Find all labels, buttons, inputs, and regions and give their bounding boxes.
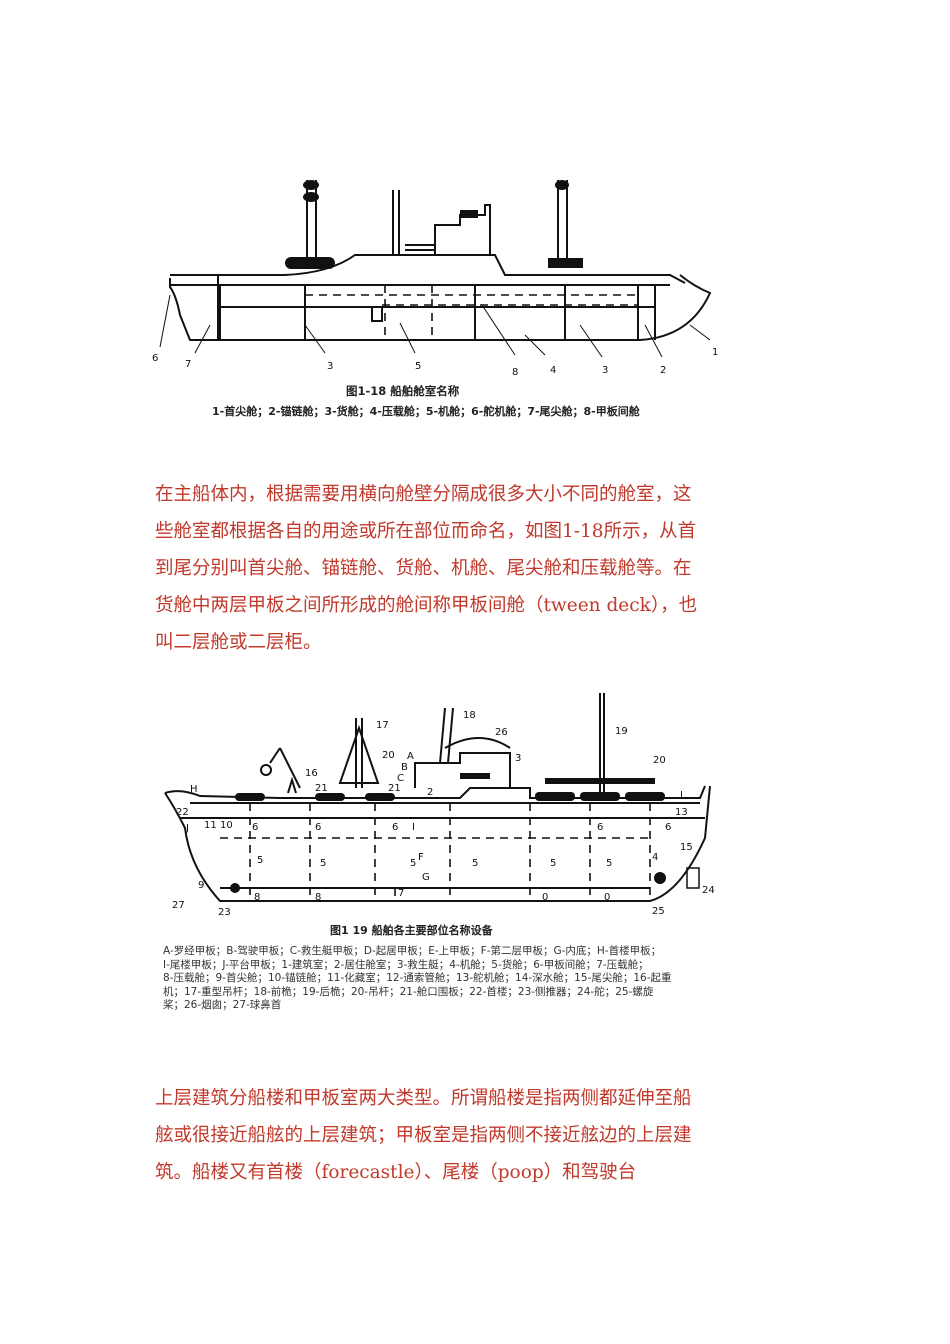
ship-parts-diagram: 17 18 26 19 20 20 16 3 A B C 21 21 2 H I… (164, 693, 715, 937)
fig2-label: C (397, 773, 404, 784)
fig2-label: 5 (550, 858, 556, 869)
fig2-label: 25 (652, 906, 665, 917)
fig1-label: 1 (712, 347, 718, 358)
fig2-label: 11 (204, 820, 217, 831)
fig2-label: 27 (172, 900, 185, 911)
fig2-label: B (401, 762, 408, 773)
fig2-label: A (407, 751, 414, 762)
figure-ship-parts: 17 18 26 19 20 20 16 3 A B C 21 21 2 H I… (160, 688, 720, 948)
fig2-label: 5 (410, 858, 416, 869)
fig2-label: 7 (398, 888, 404, 899)
paragraph-line: 到尾分别叫首尖舱、锚链舱、货舱、机舱、尾尖舱和压载舱等。在 (155, 558, 692, 579)
paragraph-line: 舷或很接近船舷的上层建筑；甲板室是指两侧不接近舷边的上层建 (155, 1125, 692, 1146)
paragraph-line: 叫二层舱或二层柜。 (155, 632, 322, 653)
fig2-label: 26 (495, 727, 508, 738)
fig2-label: 8 (315, 892, 321, 903)
fig1-label: 2 (660, 365, 666, 376)
fig2-label: 5 (320, 858, 326, 869)
figure1-caption-title: 图1-18 船舶舱室名称 (346, 384, 460, 398)
fig2-label: 9 (198, 880, 204, 891)
ship-cabin-diagram: 6 7 3 5 8 4 3 2 1 图1-18 船舶舱室名称 1-首尖舱；2-锚… (152, 180, 718, 418)
fig2-label: 3 (515, 753, 521, 764)
fig2-label: 5 (606, 858, 612, 869)
fig2-label: 13 (675, 807, 688, 818)
fig2-label: I (680, 790, 683, 801)
legend-line: A-罗经甲板；B-驾驶甲板；C-救生艇甲板；D-起居甲板；E-上甲板；F-第二层… (163, 945, 662, 957)
paragraph-line: 上层建筑分船楼和甲板室两大类型。所谓船楼是指两侧都延伸至船 (155, 1088, 692, 1109)
fig2-label: 16 (305, 768, 318, 779)
fig2-label: 6 (392, 822, 398, 833)
fig2-label: 19 (615, 726, 628, 737)
fig2-label: H (190, 784, 198, 795)
paragraph-line: 货舱中两层甲板之间所形成的舱间称甲板间舱（tween deck），也 (155, 595, 698, 616)
fig2-label: 4 (652, 852, 658, 863)
fig2-label: 5 (257, 855, 263, 866)
legend-line: I-尾楼甲板；J-平台甲板；1-建筑室；2-居住舱室；3-救生艇；4-机舱；5-… (163, 958, 649, 971)
fig2-label: 20 (653, 755, 666, 766)
fig2-label: 10 (220, 820, 233, 831)
fig2-label: 6 (252, 822, 258, 833)
figure-cabin-names: 6 7 3 5 8 4 3 2 1 图1-18 船舶舱室名称 1-首尖舱；2-锚… (150, 175, 740, 435)
fig2-label: 15 (680, 842, 693, 853)
fig1-label: 5 (415, 361, 421, 372)
legend-line: 8-压载舱；9-首尖舱；10-锚链舱；11-化藏室；12-通索管舱；13-舵机舱… (163, 972, 672, 984)
figure1-caption-legend: 1-首尖舱；2-锚链舱；3-货舱；4-压载舱；5-机舱；6-舵机舱；7-尾尖舱；… (212, 404, 641, 418)
fig2-label: J (185, 823, 189, 834)
figure2-caption-title: 图1 19 船舶各主要部位名称设备 (330, 923, 494, 937)
body-paragraph-cabins: 在主船体内，根据需要用横向舱壁分隔成很多大小不同的舱室，这 些舱室都根据各自的用… (155, 476, 785, 661)
fig2-label: 23 (218, 907, 231, 918)
paragraph-line: 在主船体内，根据需要用横向舱壁分隔成很多大小不同的舱室，这 (155, 484, 692, 505)
fig2-label: 6 (597, 822, 603, 833)
legend-line: 机；17-重型吊杆；18-前桅；19-后桅；20-吊杆；21-舱口围板；22-首… (163, 985, 654, 998)
fig1-label: 6 (152, 353, 158, 364)
fig2-label: 24 (702, 885, 715, 896)
figure2-legend: A-罗经甲板；B-驾驶甲板；C-救生艇甲板；D-起居甲板；E-上甲板；F-第二层… (163, 945, 763, 1013)
fig2-label: 0 (604, 892, 610, 903)
fig2-label: 21 (388, 783, 401, 794)
paragraph-line: 筑。船楼又有首楼（forecastle）、尾楼（poop）和驾驶台 (155, 1162, 637, 1183)
fig2-label: 17 (376, 720, 389, 731)
fig1-label: 7 (185, 359, 191, 370)
fig2-label: F (418, 852, 424, 863)
fig2-label: 8 (254, 892, 260, 903)
paragraph-line: 些舱室都根据各自的用途或所在部位而命名，如图1-18所示，从首 (155, 521, 697, 542)
body-paragraph-superstructure: 上层建筑分船楼和甲板室两大类型。所谓船楼是指两侧都延伸至船 舷或很接近船舷的上层… (155, 1080, 785, 1191)
fig1-label: 8 (512, 367, 518, 378)
fig1-label: 3 (327, 361, 333, 372)
fig2-label: G (422, 872, 430, 883)
fig2-label: 20 (382, 750, 395, 761)
fig1-label: 3 (602, 365, 608, 376)
fig2-label: 22 (176, 807, 189, 818)
fig2-label: 21 (315, 783, 328, 794)
fig2-label: I (412, 822, 415, 833)
fig2-label: 5 (472, 858, 478, 869)
fig2-label: 6 (315, 822, 321, 833)
fig2-label: 6 (665, 822, 671, 833)
fig2-label: 2 (427, 787, 433, 798)
fig1-label: 4 (550, 365, 556, 376)
fig2-label: 0 (542, 892, 548, 903)
legend-line: 桨；26-烟囱；27-球鼻首 (163, 999, 282, 1011)
fig2-label: 18 (463, 710, 476, 721)
